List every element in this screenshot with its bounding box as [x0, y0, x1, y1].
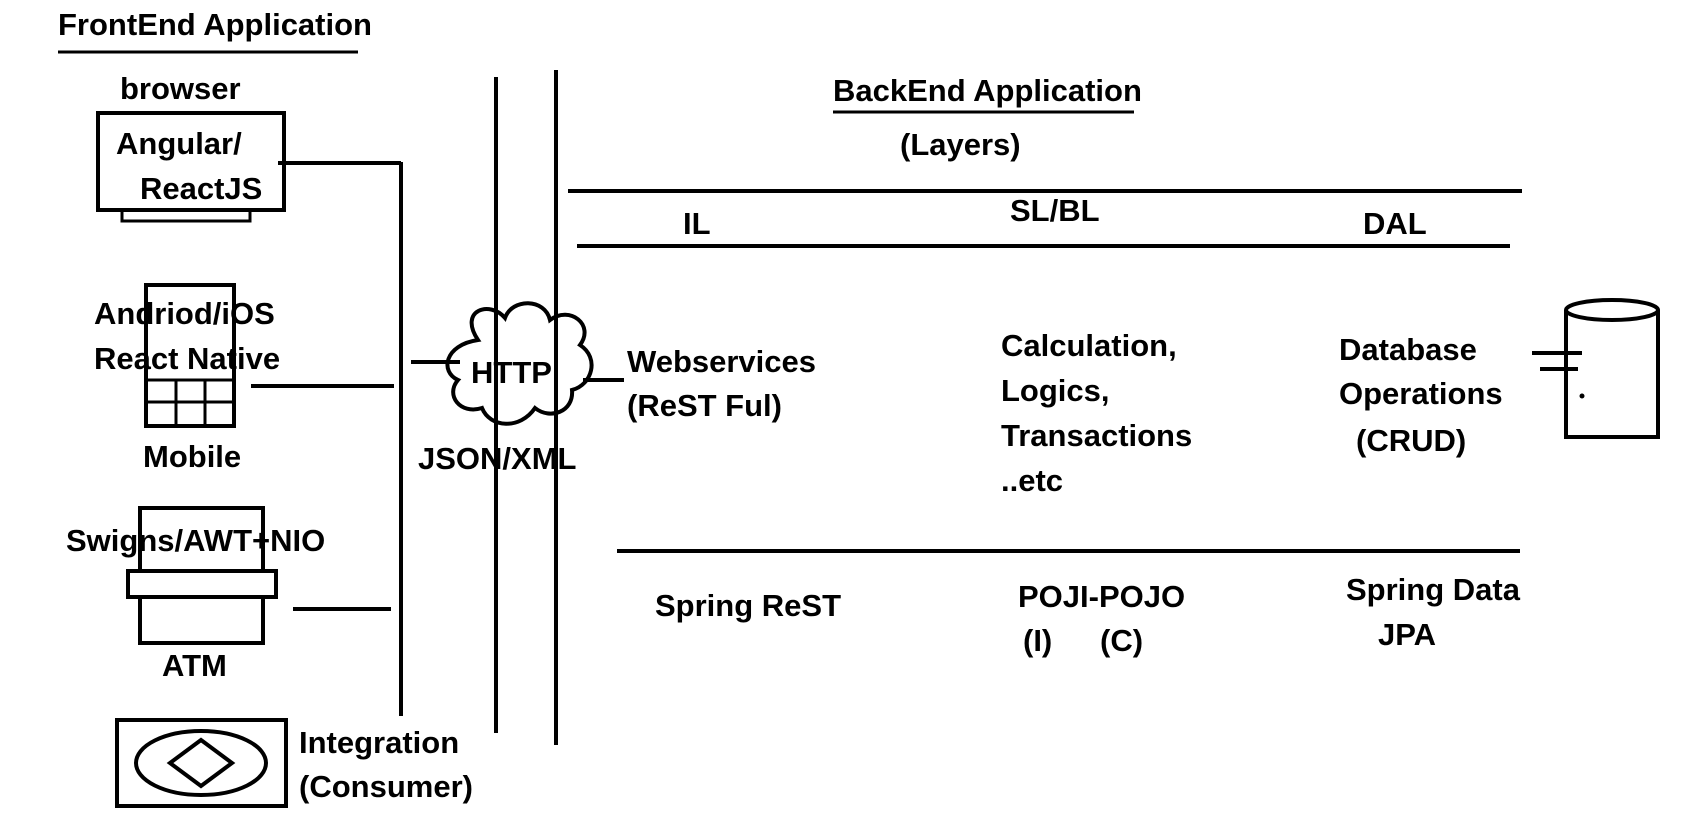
mobile-phone-icon: [144, 283, 236, 428]
il-tech: Spring ReST: [655, 588, 841, 623]
network-vertical-lines: [494, 70, 558, 745]
integration-line1: Integration: [299, 725, 459, 760]
sl-line1: Calculation,: [1001, 328, 1177, 363]
browser-app-line1: Angular/: [116, 126, 242, 161]
integration-line2: (Consumer): [299, 769, 473, 804]
dal-tech-line2: JPA: [1378, 617, 1436, 652]
dal-line3: (CRUD): [1356, 423, 1466, 458]
atm-machine-icon: [126, 506, 278, 645]
mobile-line2: React Native: [94, 341, 280, 376]
json-xml-label: JSON/XML: [418, 441, 576, 476]
backend-title: BackEnd Application: [833, 73, 1142, 108]
backend-subtitle: (Layers): [900, 127, 1021, 162]
sl-tech-interface: (I): [1023, 623, 1052, 658]
layer-sl-header: SL/BL: [1010, 193, 1100, 228]
sl-line3: Transactions: [1001, 418, 1192, 453]
atm-label: ATM: [162, 648, 227, 683]
client-connector-lines: [251, 161, 460, 716]
sl-line2: Logics,: [1001, 373, 1110, 408]
dal-tech-line1: Spring Data: [1346, 572, 1521, 607]
http-label: HTTP: [471, 355, 552, 390]
sl-line4: ..etc: [1001, 463, 1063, 498]
mobile-label: Mobile: [143, 439, 241, 474]
http-cloud-icon: [445, 301, 594, 426]
layer-header-lines: [568, 189, 1522, 248]
dal-line1: Database: [1339, 332, 1477, 367]
sl-tech: POJI-POJO: [1018, 579, 1185, 614]
browser-app-line2: ReactJS: [140, 171, 262, 206]
frontend-title: FrontEnd Application: [58, 7, 372, 42]
integration-system-icon: [115, 718, 288, 808]
sl-tech-class: (C): [1100, 623, 1143, 658]
mobile-line1: Andriod/iOS: [94, 296, 275, 331]
il-line2: (ReST Ful): [627, 388, 782, 423]
database-icon: [1532, 298, 1660, 439]
layer-dal-header: DAL: [1363, 206, 1427, 241]
browser-label: browser: [120, 71, 241, 106]
il-line1: Webservices: [627, 344, 816, 379]
atm-line1: Swigns/AWT+NIO: [66, 523, 325, 558]
layer-il-header: IL: [683, 206, 711, 241]
dal-line2: Operations: [1339, 376, 1503, 411]
